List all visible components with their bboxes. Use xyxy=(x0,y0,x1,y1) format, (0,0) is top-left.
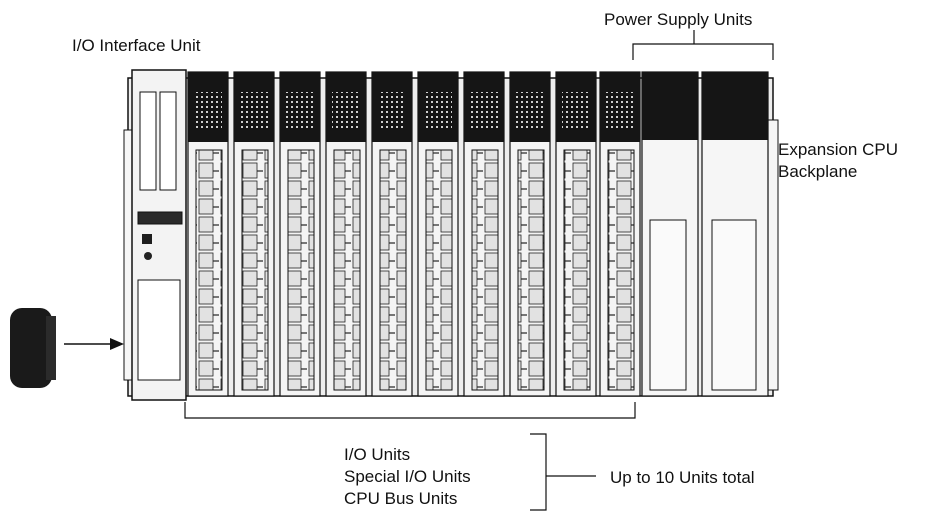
io-unit-slot xyxy=(233,71,275,397)
io-unit-slot xyxy=(279,71,321,397)
unit-types-bracket xyxy=(530,433,596,511)
expansion-cpu-backplane-label-line2: Backplane xyxy=(778,162,858,181)
io-unit-slot xyxy=(463,71,505,397)
arrow-to-interface xyxy=(64,338,124,350)
io-unit-slot xyxy=(417,71,459,397)
io-unit-slot xyxy=(599,71,641,397)
io-interface-unit xyxy=(131,69,187,401)
io-units-label: I/O Units xyxy=(344,445,411,464)
io-unit-slot xyxy=(371,71,413,397)
cpu-bus-units-label: CPU Bus Units xyxy=(344,489,458,508)
io-unit-slot xyxy=(509,71,551,397)
up-to-10-units-label: Up to 10 Units total xyxy=(610,468,755,487)
expansion-cpu-backplane-label-line1: Expansion CPU xyxy=(778,140,899,159)
special-io-units-label: Special I/O Units xyxy=(344,467,471,486)
io-unit-slot xyxy=(325,71,367,397)
io-interface-unit-label: I/O Interface Unit xyxy=(72,36,201,55)
power-supply-units xyxy=(641,71,769,397)
io-unit-slots xyxy=(187,71,641,397)
units-bracket xyxy=(184,402,636,419)
terminator-connector xyxy=(10,308,56,388)
power-supply-bracket xyxy=(632,30,774,60)
io-unit-slot xyxy=(187,71,229,397)
power-supply-units-label: Power Supply Units xyxy=(604,10,753,29)
io-unit-slot xyxy=(555,71,597,397)
